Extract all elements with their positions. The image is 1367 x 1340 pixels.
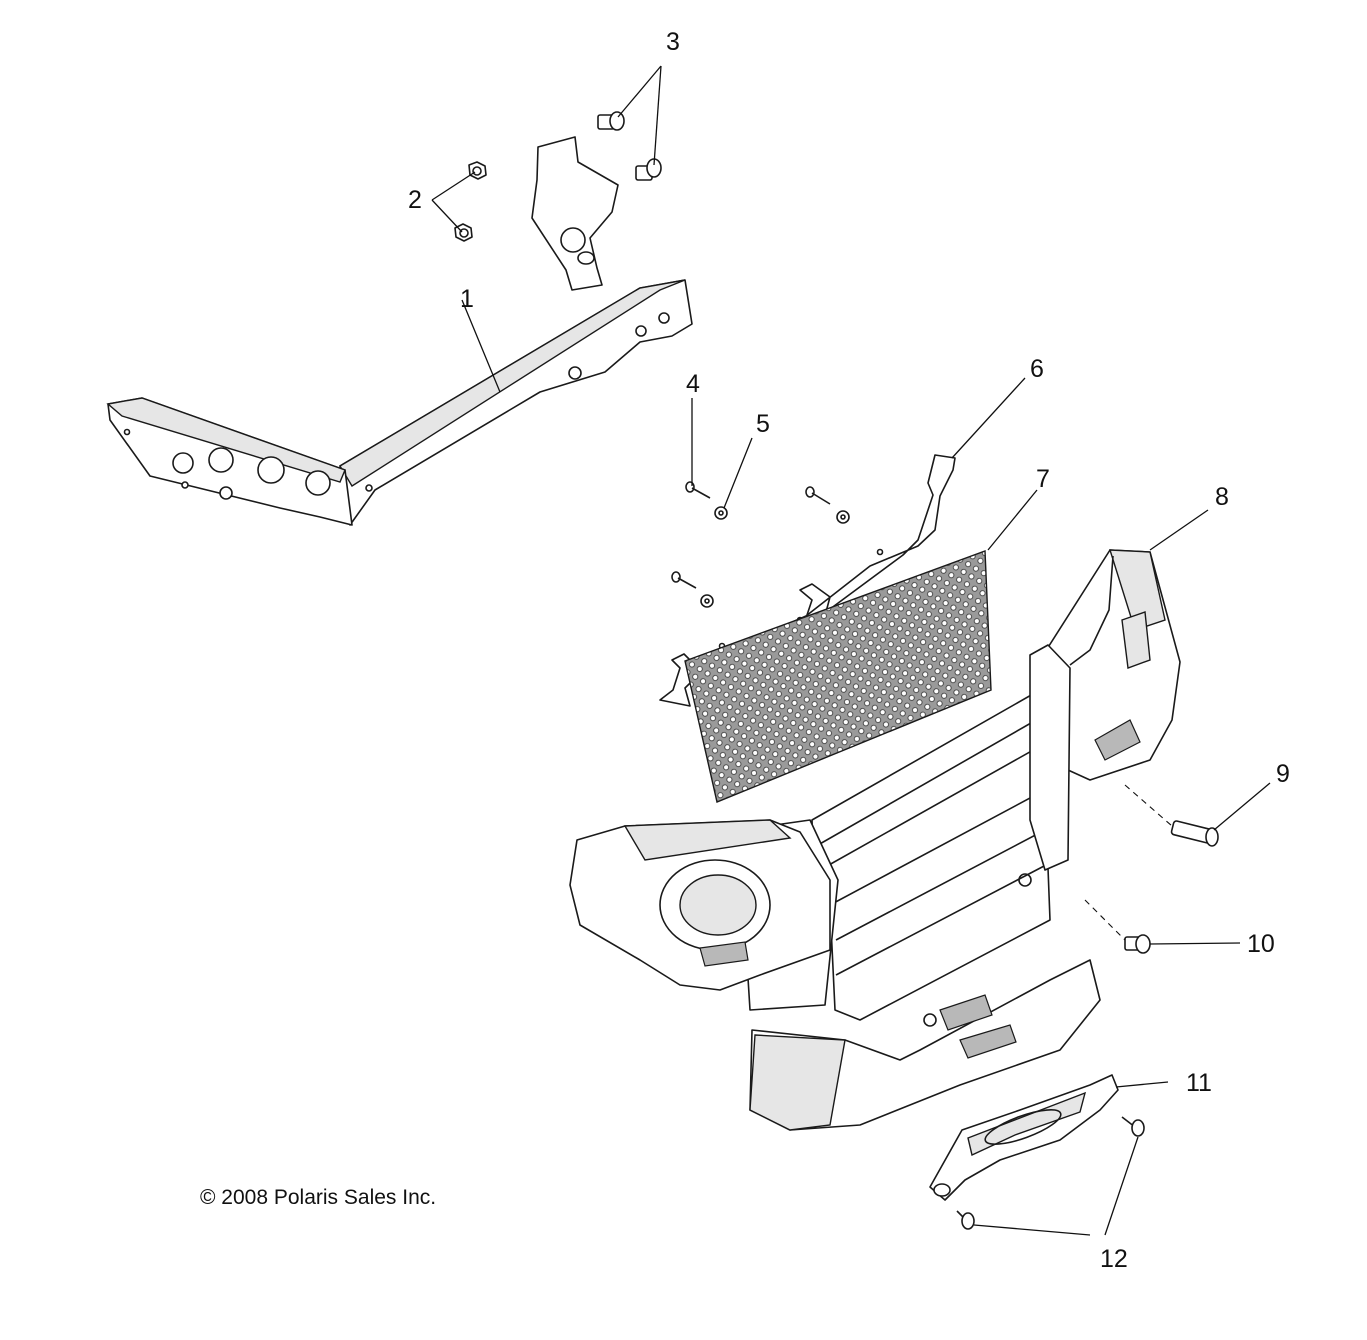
- callout-3: 3: [666, 28, 680, 56]
- callout-4: 4: [686, 370, 700, 398]
- callout-10: 10: [1247, 930, 1275, 958]
- callout-5: 5: [756, 410, 770, 438]
- callout-12: 12: [1100, 1245, 1128, 1273]
- leader-lines: [431, 65, 1271, 1236]
- skid-plate-part-11: [929, 1074, 1119, 1201]
- bolt-part-10: [1124, 934, 1151, 954]
- callout-2: 2: [408, 186, 422, 214]
- callout-9: 9: [1276, 760, 1290, 788]
- callout-11: 11: [1186, 1069, 1212, 1097]
- mesh-grille-part-7: [684, 550, 992, 803]
- screw-part-4: [671, 481, 831, 589]
- callout-6: 6: [1030, 355, 1044, 383]
- callout-7: 7: [1036, 465, 1050, 493]
- callout-1: 1: [460, 285, 474, 313]
- screw-part-12: [956, 1116, 1145, 1230]
- copyright-notice: © 2008 Polaris Sales Inc.: [200, 1186, 437, 1209]
- mount-bracket-part-1: [106, 136, 693, 526]
- front-bumper-part-8: [569, 549, 1181, 1131]
- washer-part-5: [700, 506, 850, 608]
- bolt-part-9: [1170, 820, 1219, 847]
- callout-8: 8: [1215, 483, 1229, 511]
- bolt-part-3: [597, 111, 662, 181]
